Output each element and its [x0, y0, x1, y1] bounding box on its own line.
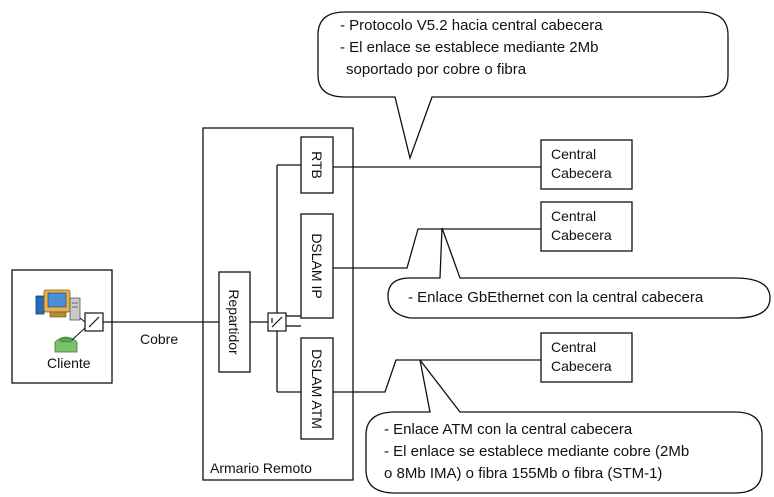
callout-top-bubble — [317, 11, 729, 161]
dslam-ip-box — [300, 213, 334, 319]
central-1-line2: Cabecera — [551, 165, 612, 181]
callout-bottom-line1: - Enlace ATM con la central cabecera — [384, 421, 633, 438]
cabinet-label: Armario Remoto — [210, 460, 312, 476]
callout-bottom-line3: o 8Mb IMA) o fibra 155Mb o fibra (STM-1) — [384, 465, 663, 482]
callout-middle-bubble — [387, 227, 771, 319]
callout-top-line2: - El enlace se establece mediante 2Mb — [340, 39, 599, 56]
callout-middle-line1: - Enlace GbEthernet con la central cabec… — [408, 289, 704, 306]
copper-label: Cobre — [140, 331, 179, 347]
phone-icon — [54, 327, 86, 353]
central-1-line1: Central — [551, 146, 597, 162]
rtb-label: RTB — [309, 151, 325, 179]
central-box-3 — [540, 332, 633, 383]
central-3-line1: Central — [551, 339, 597, 355]
central-3-line2: Cabecera — [551, 358, 612, 374]
central-box-2 — [540, 201, 633, 252]
client-label: Cliente — [47, 355, 91, 371]
callout-bottom-bubble — [365, 359, 763, 494]
dslam-atm-box — [300, 337, 334, 440]
rtb-box — [300, 136, 334, 194]
callout-bottom-line2: - El enlace se establece mediante cobre … — [384, 443, 690, 460]
central-2-line2: Cabecera — [551, 227, 612, 243]
callout-top-line3: soportado por cobre o fibra — [346, 61, 527, 78]
callout-top-line1: - Protocolo V5.2 hacia central cabecera — [340, 17, 603, 34]
dslam-atm-label: DSLAM ATM — [309, 349, 325, 429]
central-box-1 — [540, 139, 633, 190]
splitter-label: Repartidor — [226, 289, 242, 355]
central-2-line1: Central — [551, 208, 597, 224]
dslam-ip-label: DSLAM IP — [309, 233, 325, 299]
computer-icon — [35, 289, 86, 323]
